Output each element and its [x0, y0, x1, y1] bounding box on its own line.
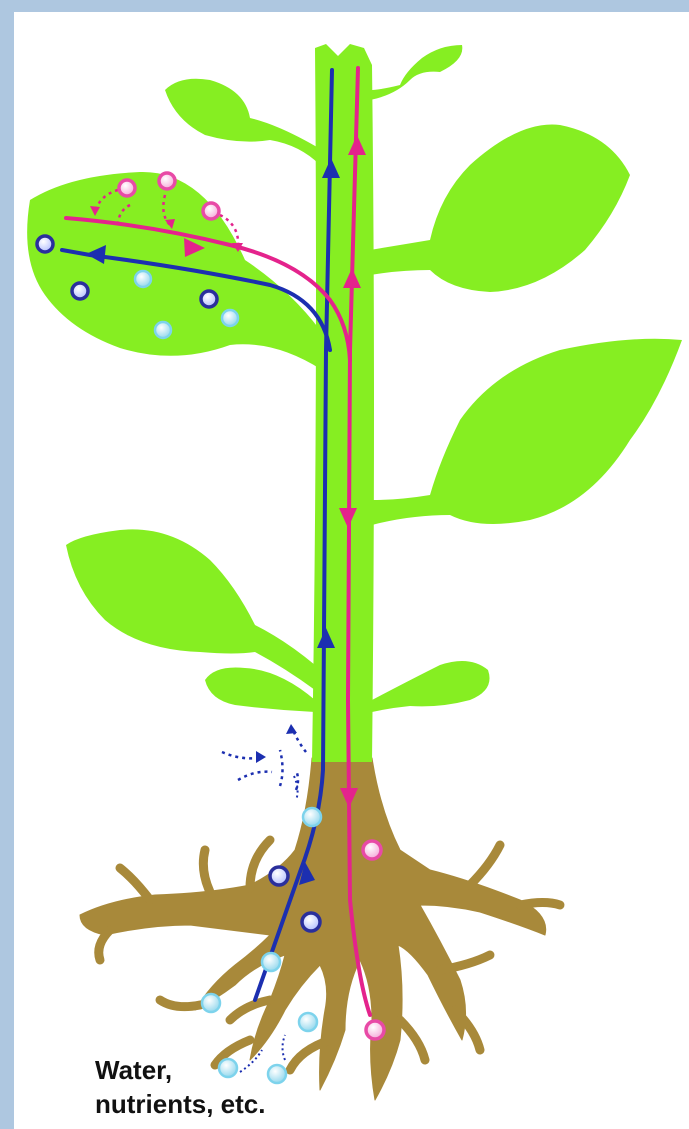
root-branch	[400, 1020, 425, 1060]
mark	[283, 1035, 286, 1060]
diagram-canvas: Water, nutrients, etc.	[14, 12, 689, 1129]
arrow-up-icon	[286, 724, 297, 734]
leaf-right-middle	[372, 339, 682, 525]
plant-transport-diagram	[14, 12, 689, 1129]
root-branch	[203, 850, 210, 892]
water-particle	[155, 322, 171, 338]
mineral-particle	[37, 236, 53, 252]
root-branch	[520, 903, 560, 906]
leaf-right-bottom	[372, 661, 490, 712]
caption-line-2: nutrients, etc.	[95, 1087, 265, 1121]
sugar-particle	[366, 1021, 384, 1039]
leaf-upper-left	[27, 172, 322, 370]
water-diffusion-path	[238, 772, 272, 780]
water-particle	[135, 271, 151, 287]
caption-label: Water, nutrients, etc.	[95, 1053, 265, 1121]
root-branch	[160, 1000, 200, 1007]
root-branch	[470, 845, 500, 885]
water-diffusion-path	[222, 752, 260, 758]
sugar-particle	[119, 180, 135, 196]
mineral-particle	[201, 291, 217, 307]
water-particle	[262, 953, 280, 971]
mineral-particle	[302, 913, 320, 931]
leaf-left-lower	[66, 529, 315, 690]
water-particle	[268, 1065, 286, 1083]
caption-line-1: Water,	[95, 1053, 265, 1087]
leaf-small-left-upper	[165, 79, 322, 165]
root-branch	[99, 930, 110, 960]
sugar-particle	[363, 841, 381, 859]
leaf-right-upper	[370, 125, 630, 293]
water-diffusion-path	[280, 750, 283, 786]
mineral-particle	[72, 283, 88, 299]
mineral-particle	[270, 867, 288, 885]
water-particle	[299, 1013, 317, 1031]
water-particle	[202, 994, 220, 1012]
arrow-right-icon	[256, 751, 266, 763]
root-branch	[120, 868, 150, 900]
leaf-small-right-top	[370, 45, 462, 100]
sugar-particle	[203, 203, 219, 219]
water-particle	[222, 310, 238, 326]
water-particle	[303, 808, 321, 826]
sugar-particle	[159, 173, 175, 189]
